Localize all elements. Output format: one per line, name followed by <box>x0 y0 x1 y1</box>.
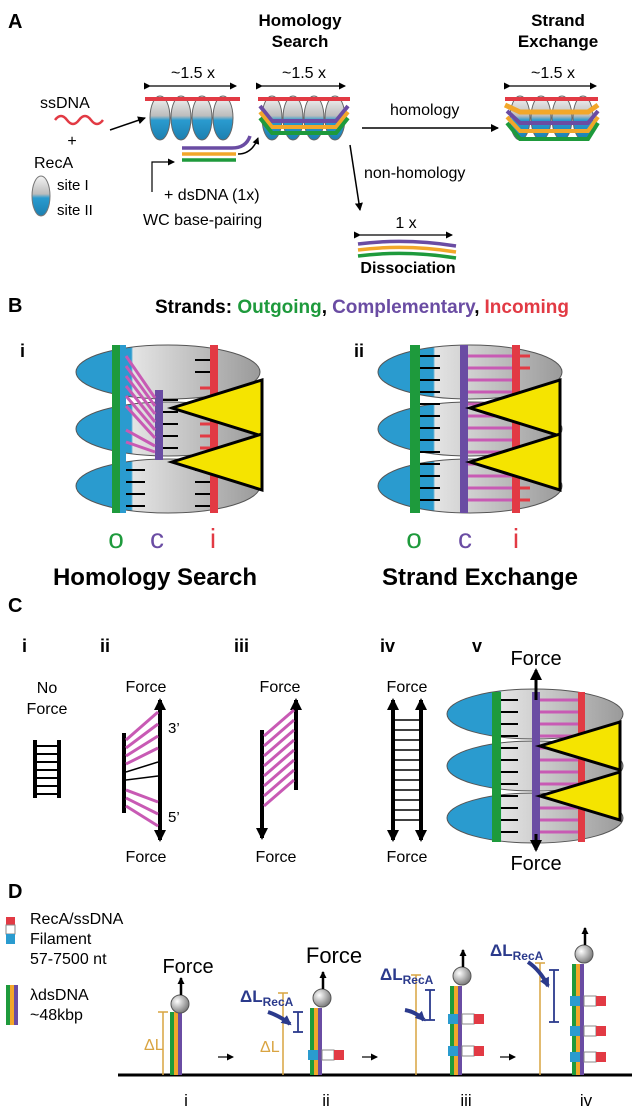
label-o-2: o <box>406 523 422 554</box>
delta-l-1: ΔL <box>144 1037 164 1054</box>
filament-3 <box>503 95 600 141</box>
reca-label: RecA <box>34 155 73 172</box>
legend-comma-1: , <box>322 297 327 318</box>
reca-monomer-legend <box>31 175 51 217</box>
delta-l-2: ΔL <box>260 1039 280 1056</box>
ldna-legend-icon <box>6 985 18 1025</box>
label-c-2: c <box>458 523 472 554</box>
ladder-iv <box>387 698 427 842</box>
tether-step-i <box>158 977 190 1075</box>
panel-c-sub-ii: ii <box>100 636 110 656</box>
filament-legend-3: 57-7500 nt <box>30 951 107 968</box>
stretch-label-3: ~1.5 x <box>531 65 575 82</box>
three-prime-label: 3’ <box>168 720 180 737</box>
panel-d: D RecA/ssDNA Filament 57-7500 nt λdsDNA … <box>5 881 632 1110</box>
tether-step-iv <box>526 927 606 1075</box>
nonhomology-label: non-homology <box>364 165 465 182</box>
homology-label: homology <box>390 102 459 119</box>
wc-label: WC base-pairing <box>143 212 262 229</box>
assembly-arrow <box>109 116 146 131</box>
panel-c-sub-i: i <box>22 636 27 656</box>
label-i-2: i <box>513 523 519 554</box>
homology-search-title-2: Search <box>272 32 329 51</box>
panel-b-label: B <box>8 295 22 317</box>
site-i-label: site I <box>57 177 89 194</box>
complementary-legend: Complementary <box>332 297 476 318</box>
ldna-legend-1: λdsDNA <box>30 987 89 1004</box>
panel-a: A Homology Search Strand Exchange ~1.5 x… <box>8 11 600 277</box>
step-iii-label: iii <box>460 1091 471 1110</box>
force-v-bottom: Force <box>510 853 561 875</box>
legend-comma-2: , <box>474 297 479 318</box>
ladder-iii <box>256 698 302 840</box>
no-label: No <box>37 680 58 697</box>
step-i-label: i <box>184 1091 188 1110</box>
dissociation-label: Dissociation <box>360 260 455 277</box>
filament-legend-icon <box>5 917 16 944</box>
strands-legend: Strands: Outgoing,Complementary, Incoming <box>155 297 569 318</box>
caption-strand-exchange: Strand Exchange <box>382 564 578 591</box>
force-iii-top: Force <box>260 679 301 696</box>
panel-d-label: D <box>8 881 22 903</box>
force-iv-bottom: Force <box>387 849 428 866</box>
diagram-homology-search <box>75 344 264 514</box>
step-ii-label: ii <box>322 1091 330 1110</box>
force-ii-bottom: Force <box>126 849 167 866</box>
filament-legend-1: RecA/ssDNA <box>30 911 124 928</box>
tether-step-iii <box>404 949 484 1075</box>
panel-a-label: A <box>8 11 22 33</box>
incoming-legend: Incoming <box>485 297 569 318</box>
plus-sign: + <box>67 133 76 150</box>
force-ii-top: Force <box>126 679 167 696</box>
step-iv-label: iv <box>580 1091 593 1110</box>
force-iii-bottom: Force <box>256 849 297 866</box>
force-d1-label: Force <box>162 956 213 978</box>
label-i-1: i <box>210 523 216 554</box>
outgoing-legend: Outgoing <box>237 297 321 318</box>
force-i-label: Force <box>27 701 68 718</box>
force-v-top: Force <box>510 648 561 670</box>
ldna-legend-2: ~48kbp <box>30 1007 83 1024</box>
delta-l-reca-3: ΔLRecA <box>380 965 434 987</box>
one-x-label: 1 x <box>395 215 416 232</box>
filament-2 <box>258 95 350 141</box>
dissociated-dsdna <box>357 239 457 260</box>
site-ii-label: site II <box>57 202 93 219</box>
ladder-no-force <box>33 740 61 798</box>
strand-exchange-title-2: Exchange <box>518 32 598 51</box>
nonhomology-arrow <box>349 144 363 211</box>
panel-b: B Strands: Outgoing,Complementary, Incomi… <box>8 295 578 591</box>
panel-c-sub-iv: iv <box>380 636 395 656</box>
panel-c-label: C <box>8 595 22 617</box>
dsdna-label: + dsDNA (1x) <box>164 187 260 204</box>
panel-c-sub-iii: iii <box>234 636 249 656</box>
five-prime-label: 5’ <box>168 809 180 826</box>
panel-c: C i ii iii iv v No Force Force Force <box>8 595 624 875</box>
diagram-filament-force <box>446 668 624 852</box>
caption-homology-search: Homology Search <box>53 564 257 591</box>
delta-l-reca-2: ΔLRecA <box>240 987 294 1009</box>
stretch-label-1: ~1.5 x <box>171 65 215 82</box>
dsdna-incoming <box>151 135 260 192</box>
ssdna-label: ssDNA <box>40 95 90 112</box>
label-o-1: o <box>108 523 124 554</box>
tether-step-ii <box>267 971 344 1075</box>
force-d2-label: Force <box>306 943 362 968</box>
filament-1 <box>145 95 240 141</box>
diagram-strand-exchange <box>377 344 563 514</box>
delta-l-reca-4: ΔLRecA <box>490 941 544 963</box>
panel-b-sub-ii: ii <box>354 341 364 361</box>
force-iv-top: Force <box>387 679 428 696</box>
strand-exchange-title-1: Strand <box>531 11 585 30</box>
strands-prefix: Strands: <box>155 297 237 318</box>
ssdna-squiggle <box>54 114 104 126</box>
stretch-label-2: ~1.5 x <box>282 65 326 82</box>
panel-c-sub-v: v <box>472 636 482 656</box>
panel-b-sub-i: i <box>20 341 25 361</box>
filament-legend-2: Filament <box>30 931 92 948</box>
label-c-1: c <box>150 523 164 554</box>
ladder-ii <box>122 698 166 842</box>
homology-search-title-1: Homology <box>258 11 342 30</box>
